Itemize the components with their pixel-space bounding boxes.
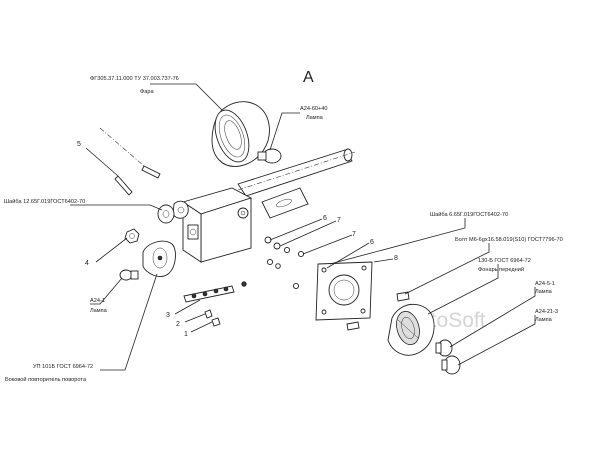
headlight-code-label: ФГ305.37.11.000 ТУ 37.003.737-76 [90, 76, 179, 82]
washer-left-label: Шайба 12.65Г.019ГОСТ6402-70 [4, 198, 85, 205]
lamp-top-name-label: Лампа [306, 115, 324, 121]
lamp-a24-5-1-part [435, 339, 453, 357]
front-lamp-code-label: 130-Б ГОСТ 6964-72 [478, 258, 531, 264]
washer-right-label: Шайба 6.65Г.019ГОСТ6402-70 [430, 211, 508, 218]
callout-6a: 6 [323, 215, 327, 222]
terminal-block-part [183, 281, 247, 303]
leader-lines [70, 83, 536, 371]
repeater-code-label: УП 101Б ГОСТ 6964-72 [33, 364, 93, 370]
headlight-part [211, 101, 270, 167]
front-lamp-part [387, 303, 435, 356]
callout-7b: 7 [352, 231, 356, 238]
callout-4: 4 [85, 260, 89, 267]
flange-plate-part [315, 261, 373, 321]
lamp-a24-1-part [119, 269, 139, 281]
lamp-housing-part [172, 187, 253, 263]
bolt-part [346, 291, 410, 331]
lamp-left-code-label: А24-1 [90, 298, 105, 304]
repeater-name-label: Боковой повторитель поворота [5, 376, 87, 383]
screw-5-part [114, 165, 161, 196]
callout-6b: 6 [370, 239, 374, 246]
lamp-a5-name-label: Лампа [535, 289, 553, 295]
lamp-a21-name-label: Лампа [535, 317, 553, 323]
headlight-lamp-part [257, 148, 282, 164]
callout-8: 8 [394, 255, 398, 262]
nut-4-part [124, 228, 140, 244]
side-repeater-part [142, 240, 176, 277]
lamp-a21-code-label: А24-21-3 [535, 309, 558, 315]
headlight-name-label: Фара [140, 89, 154, 95]
mounting-plate-part [261, 187, 309, 219]
screw-1-part [211, 317, 221, 327]
callout-2: 2 [176, 321, 180, 328]
callout-5: 5 [77, 141, 81, 148]
lamp-top-code-label: А24-60+40 [300, 106, 328, 112]
fastener-chain-part [264, 236, 330, 290]
front-lamp-name-label: Фонарь передний [478, 266, 524, 273]
view-label: А [303, 69, 314, 86]
bolt-label: Болт М6-6gх16.58.019(S10) ГОСТ7796-70 [455, 237, 563, 243]
lamp-a5-code-label: А24-5-1 [535, 281, 555, 287]
callout-7a: 7 [337, 217, 341, 224]
bracket-arm-part [237, 148, 356, 197]
screw-2-part [204, 309, 213, 319]
callout-1: 1 [184, 331, 188, 338]
callout-3: 3 [166, 312, 170, 319]
lamp-a24-21-3-part [441, 355, 461, 375]
washer-left-part [157, 204, 175, 224]
lamp-left-name-label: Лампа [90, 308, 108, 314]
